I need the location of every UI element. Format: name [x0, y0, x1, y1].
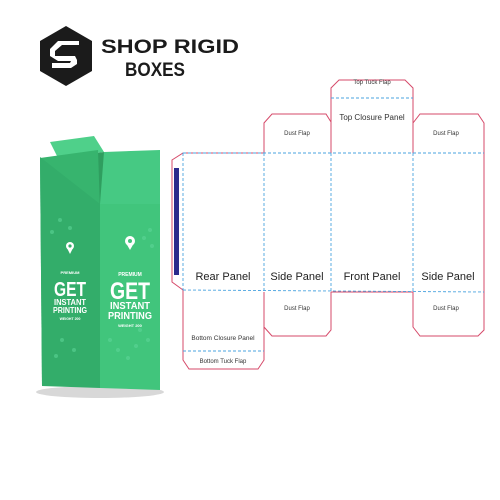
- bottom-tuck-flap-label: Bottom Tuck Flap: [200, 359, 247, 365]
- dieline: Top Tuck Flap Top Closure Panel Dust Fla…: [171, 79, 485, 370]
- dust-flap-top-right-label: Dust Flap: [433, 131, 459, 137]
- brand-line2: BOXES: [125, 60, 185, 81]
- top-closure-panel-label: Top Closure Panel: [339, 113, 405, 122]
- cut-lines: [171, 79, 485, 370]
- box-front-rim: [100, 150, 160, 204]
- dust-flap-top-left-label: Dust Flap: [284, 131, 310, 137]
- side-panel-right-label: Side Panel: [421, 271, 474, 283]
- box-line2: INSTANT: [110, 301, 150, 312]
- box-side-line1: GET: [54, 279, 86, 301]
- side-location-pin-icon: [66, 242, 74, 254]
- top-tuck-flap-label: Top Tuck Flap: [353, 80, 391, 86]
- bottom-closure-panel-label: Bottom Closure Panel: [191, 335, 255, 342]
- box-side-premium: PREMIUM: [61, 270, 81, 275]
- location-pin-icon: [125, 236, 135, 250]
- brand-logo: SHOP RIGID BOXES: [40, 26, 239, 86]
- dust-flap-bottom-right-label: Dust Flap: [433, 306, 459, 312]
- fold-lines: [182, 97, 485, 352]
- box-front-face: [100, 204, 160, 390]
- box-side-line3: PRINTING: [53, 306, 87, 315]
- box-line3: PRINTING: [108, 311, 152, 322]
- box-pattern: [50, 218, 154, 360]
- front-panel-label: Front Panel: [344, 271, 401, 283]
- box-fine-print: WEIGHT 200: [118, 323, 143, 328]
- box-illustration: PREMIUM GET INSTANT PRINTING WEIGHT 200 …: [36, 136, 164, 398]
- glue-strip: [174, 168, 179, 275]
- box-line1: GET: [110, 278, 150, 305]
- box-left-face-main: [40, 157, 100, 388]
- box-side-fine-print: WEIGHT 200: [60, 317, 81, 321]
- dust-flap-bottom-left-label: Dust Flap: [284, 306, 310, 312]
- hexagon-s-logo-icon: [40, 26, 92, 86]
- side-panel-left-label: Side Panel: [270, 271, 323, 283]
- brand-line1: SHOP RIGID: [101, 37, 239, 58]
- rear-panel-label: Rear Panel: [195, 271, 250, 283]
- box-side-line2: INSTANT: [54, 298, 86, 307]
- box-premium: PREMIUM: [118, 272, 142, 278]
